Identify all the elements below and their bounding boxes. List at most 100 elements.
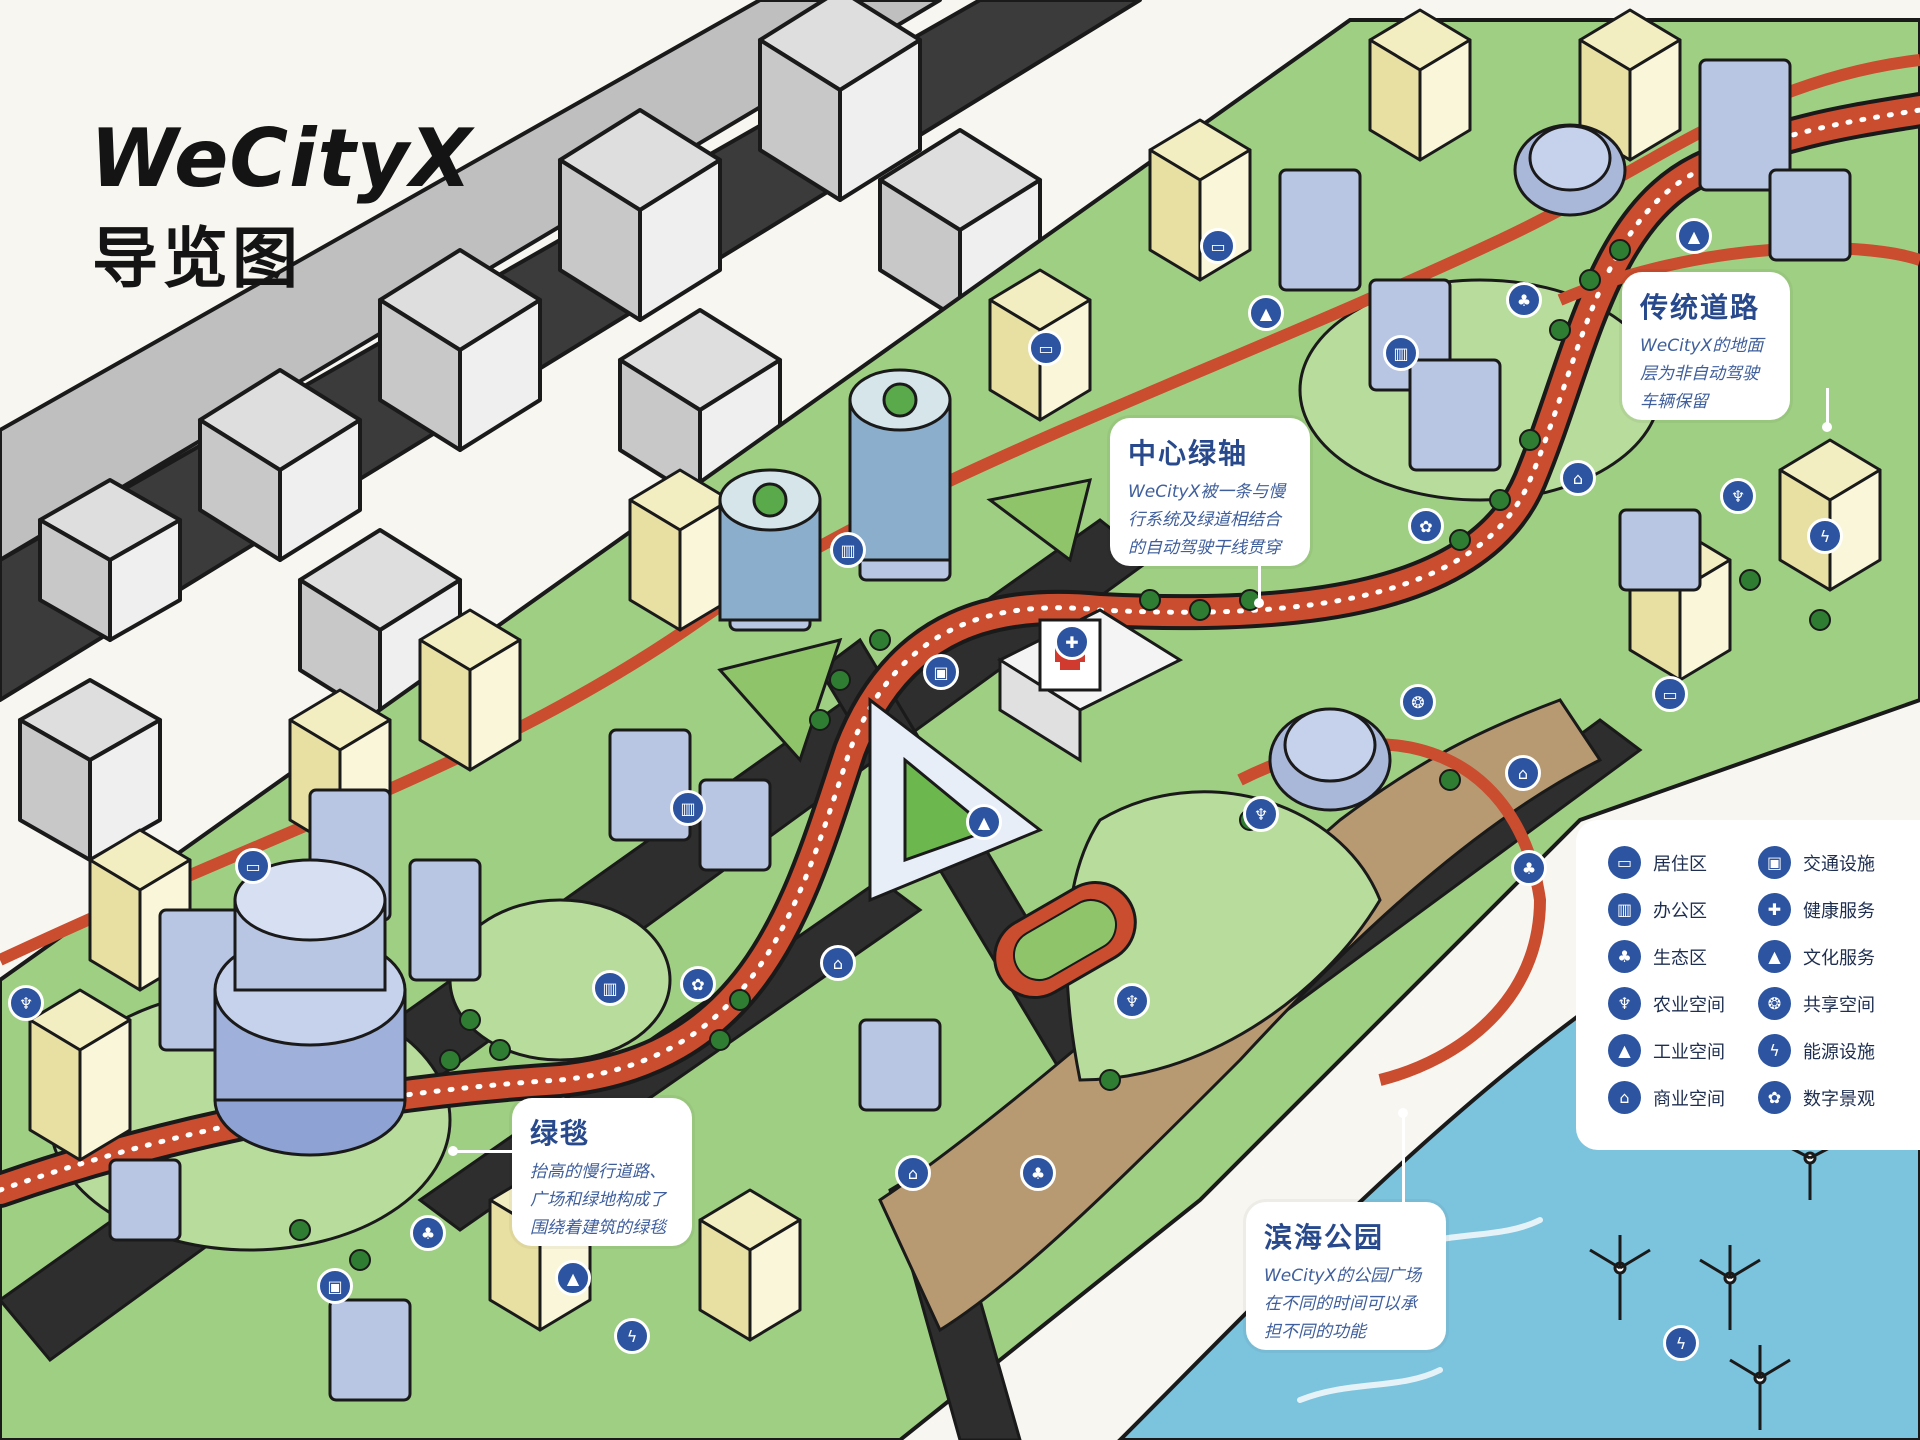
graduation-cap-icon: ▲ xyxy=(966,804,1002,840)
legend-item: ♣ 生态区 xyxy=(1608,940,1758,973)
chart-icon: ▥ xyxy=(830,532,866,568)
factory-icon: ▲ xyxy=(1608,1034,1641,1067)
share-icon: ❂ xyxy=(1400,684,1436,720)
callout-green-carpet-text: 抬高的慢行道路、 广场和绿地构成了 围绕着建筑的绿毯 xyxy=(530,1162,666,1238)
gray-building-blocks xyxy=(0,0,1142,862)
wheat-icon: ♆ xyxy=(1243,796,1279,832)
map-legend: ▭ 居住区 ▣ 交通设施 ▥ 办公区 ✚ 健康服务 ♣ 生态区 ▲ 文化服务 ♆ 农业空间 ❂ 共享空间 ▲ 工业… xyxy=(1576,820,1920,1150)
legend-item: ▭ 居住区 xyxy=(1608,846,1758,879)
legend-item: ▲ 文化服务 xyxy=(1758,940,1908,973)
leader-dot xyxy=(448,1146,458,1156)
lightning-icon: ϟ xyxy=(1807,518,1843,554)
blue-buildings xyxy=(108,58,1852,1402)
legend-label: 能源设施 xyxy=(1803,1041,1875,1063)
wheat-icon: ♆ xyxy=(1114,983,1150,1019)
tree-icon: ♣ xyxy=(1506,282,1542,318)
map-subtitle: 导览图 xyxy=(92,220,302,297)
legend-item: ▥ 办公区 xyxy=(1608,893,1758,926)
leader-line xyxy=(1258,566,1261,600)
digital-flower-icon: ✿ xyxy=(1758,1081,1791,1114)
shopping-bag-icon: ⌂ xyxy=(1505,755,1541,791)
chart-icon: ▥ xyxy=(670,790,706,826)
legend-label: 办公区 xyxy=(1653,900,1707,922)
bed-icon: ▭ xyxy=(235,848,271,884)
leader-line xyxy=(1826,388,1829,428)
chart-icon: ▥ xyxy=(592,970,628,1006)
legend-item: ▲ 工业空间 xyxy=(1608,1034,1758,1067)
leader-dot xyxy=(1822,422,1832,432)
lightning-icon: ϟ xyxy=(1663,1325,1699,1361)
leader-line xyxy=(456,1150,512,1153)
central-axis-road xyxy=(0,92,1920,1208)
callout-waterfront-park-text: WeCityX的公园广场 在不同的时间可以承 担不同的功能 xyxy=(1264,1266,1422,1342)
tree-icon: ♣ xyxy=(1020,1155,1056,1191)
shopping-bag-icon: ⌂ xyxy=(820,945,856,981)
tree-icon: ♣ xyxy=(410,1215,446,1251)
bed-icon: ▭ xyxy=(1652,676,1688,712)
legend-label: 共享空间 xyxy=(1803,994,1875,1016)
callout-traditional-road-text: WeCityX的地面 层为非自动驾驶 车辆保留 xyxy=(1640,336,1764,412)
callout-central-green-axis: 中心绿轴 WeCityX被一条与慢 行系统及绿道相结合 的自动驾驶干线贯穿 xyxy=(1110,418,1310,566)
residential-buildings xyxy=(28,8,1882,1342)
chart-icon: ▥ xyxy=(1608,893,1641,926)
chart-icon: ▥ xyxy=(1383,335,1419,371)
wind-turbines xyxy=(1589,1143,1836,1430)
legend-label: 数字景观 xyxy=(1803,1088,1875,1110)
wheat-icon: ♆ xyxy=(1720,478,1756,514)
callout-waterfront-park-title: 滨海公园 xyxy=(1264,1221,1385,1254)
legend-item: ✚ 健康服务 xyxy=(1758,893,1908,926)
leader-dot xyxy=(1398,1108,1408,1118)
triangle-buildings xyxy=(717,478,1093,903)
shopping-bag-icon: ⌂ xyxy=(895,1155,931,1191)
legend-label: 商业空间 xyxy=(1653,1088,1725,1110)
running-track xyxy=(993,881,1137,999)
bed-icon: ▭ xyxy=(1028,330,1064,366)
bed-icon: ▭ xyxy=(1200,228,1236,264)
legend-grid: ▭ 居住区 ▣ 交通设施 ▥ 办公区 ✚ 健康服务 ♣ 生态区 ▲ 文化服务 ♆ 农业空间 ❂ 共享空间 ▲ 工业… xyxy=(1608,846,1920,1114)
bus-icon: ▣ xyxy=(1758,846,1791,879)
digital-flower-icon: ✿ xyxy=(1408,508,1444,544)
callout-central-green-axis-text: WeCityX被一条与慢 行系统及绿道相结合 的自动驾驶干线贯穿 xyxy=(1128,482,1286,558)
bus-icon: ▣ xyxy=(923,654,959,690)
legend-label: 交通设施 xyxy=(1803,853,1875,875)
bed-icon: ▭ xyxy=(1608,846,1641,879)
bus-icon: ▣ xyxy=(317,1268,353,1304)
callout-central-green-axis-title: 中心绿轴 xyxy=(1128,437,1249,470)
cross-icon: ✚ xyxy=(1758,893,1791,926)
factory-icon: ▲ xyxy=(1248,295,1284,331)
share-icon: ❂ xyxy=(1758,987,1791,1020)
leader-dot xyxy=(1254,598,1264,608)
tree-icon: ♣ xyxy=(1608,940,1641,973)
legend-item: ♆ 农业空间 xyxy=(1608,987,1758,1020)
leader-line xyxy=(1402,1116,1405,1202)
legend-label: 工业空间 xyxy=(1653,1041,1725,1063)
callout-waterfront-park: 滨海公园 WeCityX的公园广场 在不同的时间可以承 担不同的功能 xyxy=(1246,1202,1446,1350)
callout-green-carpet: 绿毯 抬高的慢行道路、 广场和绿地构成了 围绕着建筑的绿毯 xyxy=(512,1098,692,1246)
wheat-icon: ♆ xyxy=(8,985,44,1021)
legend-label: 生态区 xyxy=(1653,947,1707,969)
legend-item: ▣ 交通设施 xyxy=(1758,846,1908,879)
factory-icon: ▲ xyxy=(555,1260,591,1296)
legend-item: ϟ 能源设施 xyxy=(1758,1034,1908,1067)
callout-traditional-road-title: 传统道路 xyxy=(1640,291,1761,324)
callout-traditional-road: 传统道路 WeCityX的地面 层为非自动驾驶 车辆保留 xyxy=(1622,272,1790,420)
callout-green-carpet-title: 绿毯 xyxy=(530,1117,591,1150)
legend-item: ⌂商业空间 xyxy=(1608,1081,1758,1114)
map-title: WeCityX xyxy=(90,112,473,205)
shopping-bag-icon: ⌂ xyxy=(1560,460,1596,496)
tree-icon: ♣ xyxy=(1511,850,1547,886)
graduation-cap-icon: ▲ xyxy=(1758,940,1791,973)
legend-label: 居住区 xyxy=(1653,853,1707,875)
lightning-icon: ϟ xyxy=(1758,1034,1791,1067)
lightning-icon: ϟ xyxy=(614,1318,650,1354)
legend-item: ✿ 数字景观 xyxy=(1758,1081,1908,1114)
digital-flower-icon: ✿ xyxy=(680,966,716,1002)
legend-label: 农业空间 xyxy=(1653,994,1725,1016)
legend-label: 健康服务 xyxy=(1803,900,1875,922)
cross-icon: ✚ xyxy=(1054,624,1090,660)
graduation-cap-icon: ▲ xyxy=(1676,218,1712,254)
legend-item: ❂ 共享空间 xyxy=(1758,987,1908,1020)
legend-label: 文化服务 xyxy=(1803,947,1875,969)
wheat-icon: ♆ xyxy=(1608,987,1641,1020)
